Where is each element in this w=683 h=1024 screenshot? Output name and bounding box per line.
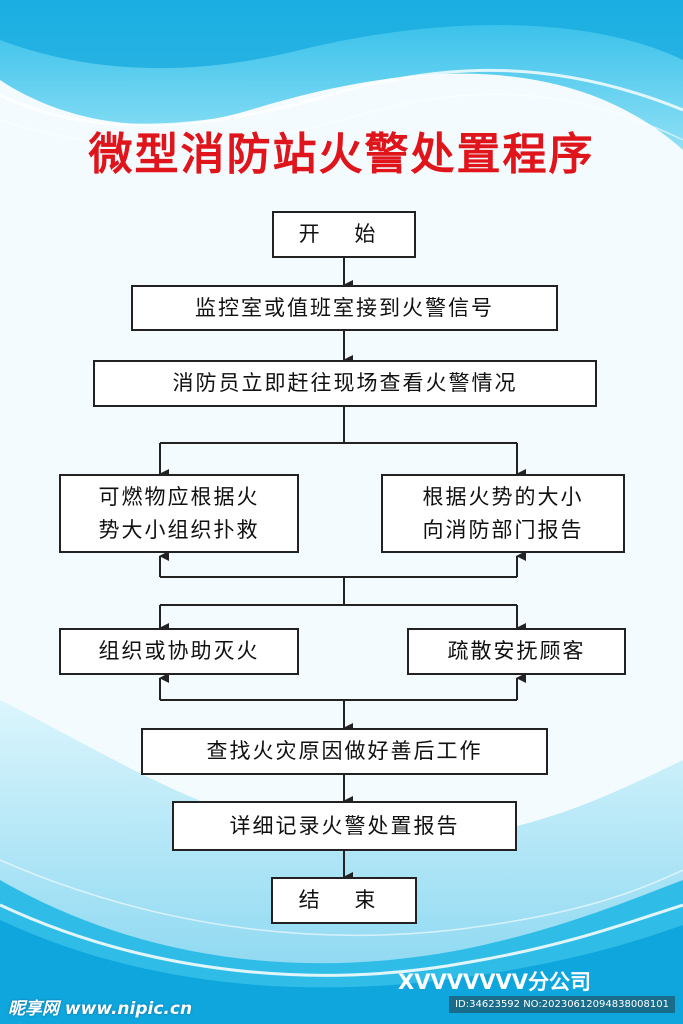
- step-organize-firefighting: 组织或协助灭火: [59, 628, 299, 675]
- step-check-scene: 消防员立即赶往现场查看火警情况: [93, 360, 597, 407]
- watermark-logo: 昵享网 www.nipic.cn: [8, 999, 193, 1019]
- step-report-to-fire-department: 根据火势的大小 向消防部门报告: [381, 474, 625, 553]
- step-find-cause: 查找火灾原因做好善后工作: [141, 728, 548, 775]
- page-title: 微型消防站火警处置程序: [88, 129, 595, 180]
- step-end: 结 束: [271, 877, 417, 924]
- watermark-id: ID:34623592 NO:20230612094838008101: [449, 996, 675, 1013]
- step-extinguish-by-fire-size: 可燃物应根据火 势大小组织扑救: [59, 474, 299, 553]
- company-name: XVVVVVVV分公司: [398, 970, 591, 994]
- step-receive-alarm: 监控室或值班室接到火警信号: [131, 285, 558, 331]
- step-record-report: 详细记录火警处置报告: [172, 801, 517, 851]
- step-evacuate-customers: 疏散安抚顾客: [407, 628, 626, 675]
- step-start: 开 始: [272, 211, 416, 258]
